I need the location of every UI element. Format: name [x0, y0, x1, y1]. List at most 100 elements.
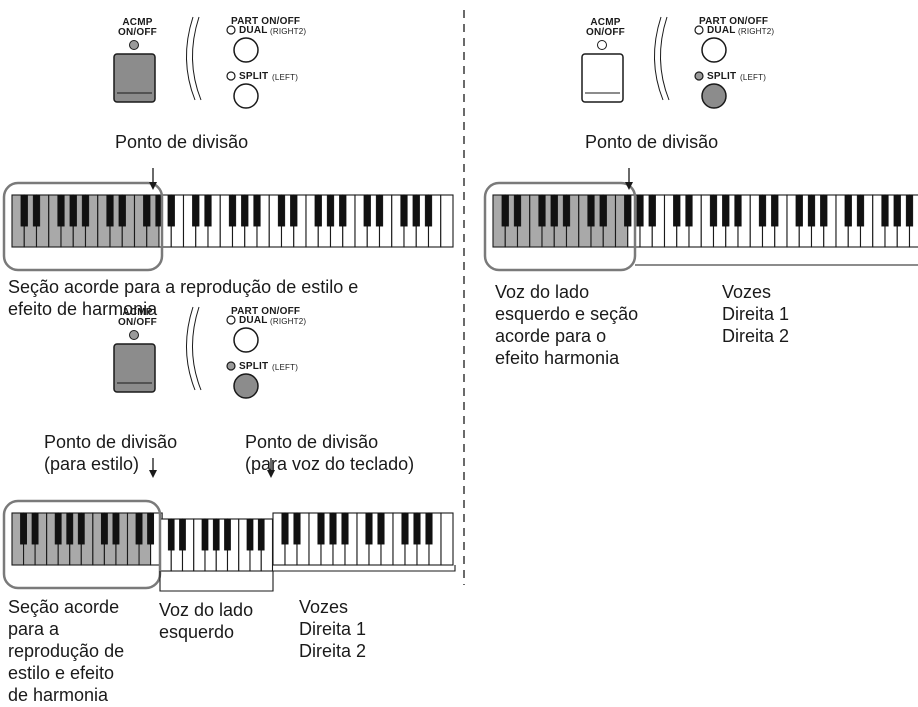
black-key [562, 194, 571, 227]
black-key [204, 194, 212, 227]
split-point-style-label: Ponto de divisão (para estilo) [44, 432, 178, 474]
left-voice-chord-label-top-right: Voz do lado esquerdo e seção acorde para… [495, 282, 639, 368]
break-line [654, 16, 664, 101]
dual-sub-label: (RIGHT2) [270, 27, 307, 36]
right-voices-label-bottom-left: Vozes Direita 1 Direita 2 [299, 597, 367, 661]
black-key [587, 194, 595, 227]
black-key [844, 194, 852, 227]
black-key [722, 194, 730, 227]
black-key [375, 194, 384, 227]
black-key [624, 194, 632, 227]
white-key [440, 194, 454, 248]
break-line [660, 16, 670, 101]
black-key [538, 194, 546, 227]
split-point-label-top-left: Ponto de divisão [115, 132, 249, 152]
black-key [167, 194, 175, 227]
black-key [709, 194, 718, 227]
left-voice-label-bottom-left: Voz do lado esquerdo [159, 600, 254, 642]
keyboard-bottom-left-lower [11, 512, 163, 566]
black-key [401, 512, 409, 545]
right-voice-bracket [273, 565, 456, 572]
acmp-button [113, 343, 156, 393]
black-key [425, 512, 433, 545]
black-key [550, 194, 558, 227]
dual-lamp [226, 25, 236, 35]
black-key [106, 194, 114, 227]
dual-label: DUAL [707, 25, 736, 36]
control-panel-bottom-left [113, 306, 259, 399]
black-key [81, 194, 90, 227]
dual-lamp [694, 25, 704, 35]
black-key [32, 194, 41, 227]
split-button [233, 373, 259, 399]
white-key [440, 512, 454, 566]
black-key [253, 194, 261, 227]
black-key [112, 512, 120, 545]
black-key [513, 194, 522, 227]
split-sub-label: (LEFT) [740, 73, 767, 82]
dual-lamp [226, 315, 236, 325]
split-label: SPLIT [239, 71, 269, 82]
black-key [77, 512, 85, 545]
split-lamp [226, 361, 236, 371]
acmp-label: ACMP ON/OFF [118, 17, 157, 38]
black-key [413, 512, 421, 545]
black-key [905, 194, 914, 227]
break-line [186, 16, 196, 101]
black-key [685, 194, 693, 227]
acmp-lamp [129, 40, 139, 50]
chord-section-label-bottom-left: Seção acorde para a reprodução de estilo… [8, 597, 125, 705]
arrow-head [267, 470, 275, 478]
black-key [341, 512, 349, 545]
black-key [734, 194, 742, 227]
split-sub-label: (LEFT) [272, 363, 299, 372]
black-key [636, 194, 644, 227]
black-key [412, 194, 420, 227]
dual-sub-label: (RIGHT2) [270, 317, 307, 326]
black-key [212, 518, 220, 551]
black-key [400, 194, 408, 227]
black-key [54, 512, 62, 545]
black-key [339, 194, 347, 227]
black-key [807, 194, 816, 227]
dual-button-rim [233, 49, 259, 63]
black-key [277, 194, 286, 227]
split-button [233, 83, 259, 109]
acmp-button [113, 53, 156, 103]
left-voice-region-outline [483, 181, 637, 272]
split-arrow-top-left [149, 168, 157, 190]
black-key [118, 194, 126, 227]
black-key [31, 512, 39, 545]
split-point-voice-label: Ponto de divisão (para voz do teclado) [245, 432, 415, 474]
chord-region-outline [2, 181, 164, 272]
black-key [20, 512, 27, 545]
arrow-head [149, 182, 157, 190]
black-key [377, 512, 385, 545]
right-voices-label-top-right: Vozes Direita 1 Direita 2 [722, 282, 790, 346]
black-key [69, 194, 77, 227]
black-key [246, 518, 254, 551]
keyboard-bottom-left-upper [272, 512, 454, 566]
black-key [758, 194, 767, 227]
black-key [290, 194, 298, 227]
black-key [228, 194, 237, 227]
acmp-label: ACMP ON/OFF [118, 307, 157, 328]
black-key [317, 512, 325, 545]
black-key [795, 194, 803, 227]
left-voice-bracket [159, 571, 274, 592]
black-key [326, 194, 335, 227]
keyboard-top-right [492, 194, 918, 248]
split-lamp [226, 71, 236, 81]
black-key [167, 518, 175, 551]
black-key [293, 512, 301, 545]
black-key [241, 194, 249, 227]
control-panel-top-right [581, 16, 727, 109]
acmp-lamp [597, 40, 607, 50]
split-label: SPLIT [707, 71, 737, 82]
split-arrow-top-right [625, 168, 633, 190]
black-key [424, 194, 433, 227]
black-key [329, 512, 337, 545]
black-key [224, 518, 231, 551]
dual-button-rim [233, 339, 259, 353]
